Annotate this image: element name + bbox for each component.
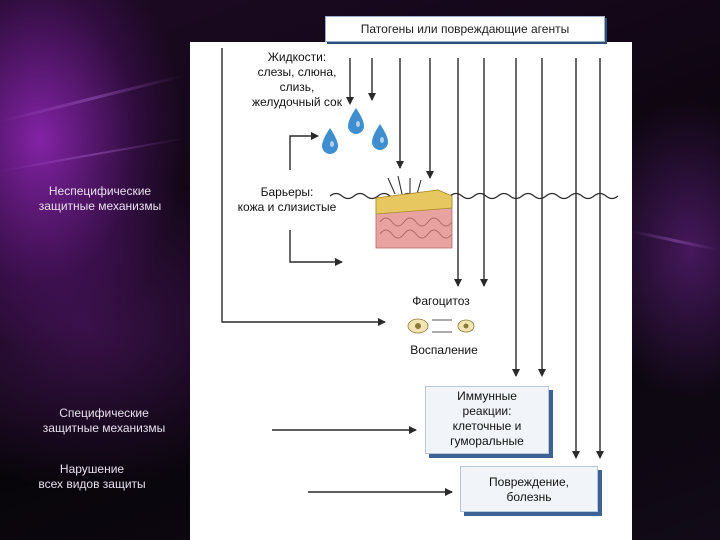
- surface-line: [329, 192, 619, 200]
- fluids-return-arrow: [289, 132, 319, 170]
- phagocytosis-label: Фагоцитоз: [412, 294, 470, 308]
- phagocyte-icon: [407, 318, 475, 334]
- barriers-return-arrow: [289, 230, 343, 266]
- nonspecific-bracket: [221, 48, 386, 326]
- diagram-title: Патогены или повреждающие агенты: [325, 16, 605, 42]
- diagram-panel: [190, 42, 632, 540]
- specific-mechanisms-label: Специфические защитные механизмы: [42, 406, 166, 435]
- skin-cross-section-icon: [375, 175, 453, 249]
- inflammation-label: Воспаление: [410, 343, 478, 357]
- defense-failure-label: Нарушение всех видов защиты: [38, 462, 146, 491]
- damage-disease-box: Повреждение, болезнь: [460, 466, 598, 512]
- barriers-label: Барьеры: кожа и слизистые: [237, 185, 337, 214]
- fluids-label: Жидкости: слезы, слюна, слизь, желудочны…: [252, 50, 342, 109]
- nonspecific-mechanisms-label: Неспецифические защитные механизмы: [38, 184, 162, 213]
- immune-reactions-box: Иммунные реакции: клеточные и гуморальны…: [425, 386, 549, 454]
- water-drop-icon: [322, 108, 388, 154]
